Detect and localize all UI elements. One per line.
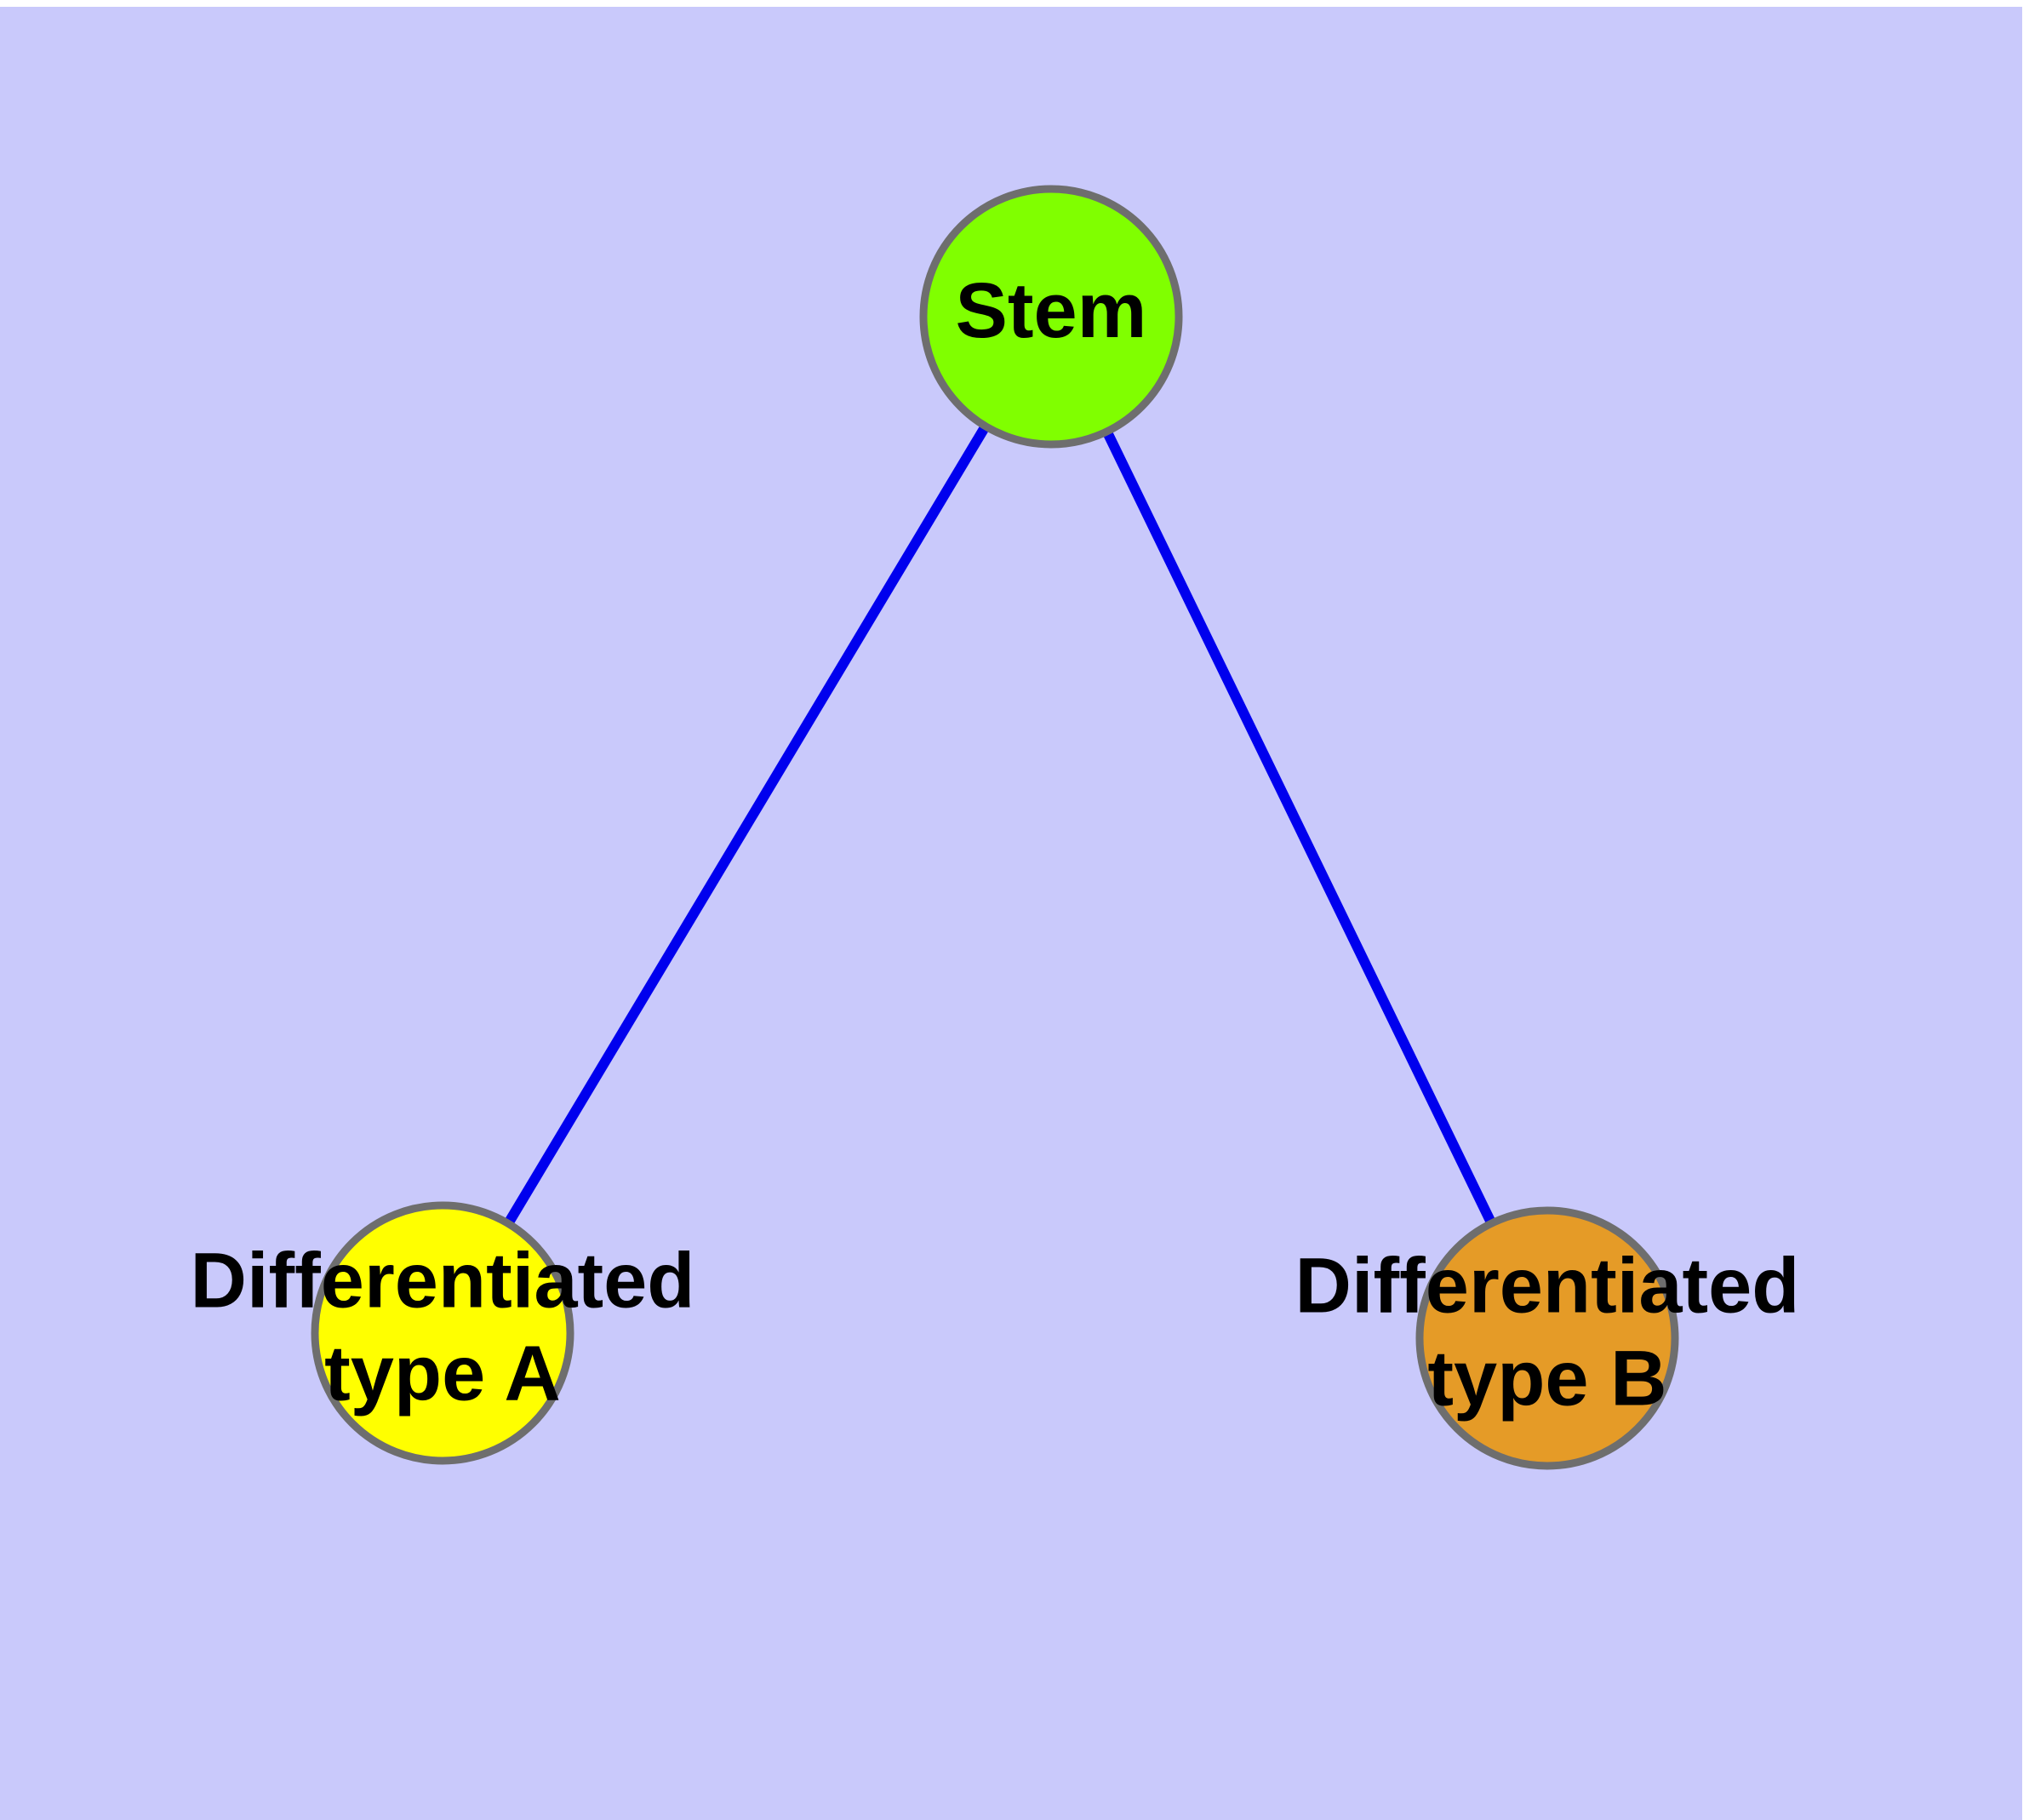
node-label-line: type A (324, 1331, 561, 1417)
node-circle-diff_a[interactable] (311, 1201, 574, 1465)
node-label-line: Stem (956, 267, 1147, 354)
node-circle-diff_b[interactable] (1415, 1206, 1679, 1470)
node-circle-stem[interactable] (919, 185, 1183, 449)
edges-layer (501, 421, 1498, 1229)
graph-node-diff_a[interactable] (311, 1201, 574, 1465)
graph-node-stem[interactable] (919, 185, 1183, 449)
graph-node-diff_b[interactable] (1415, 1206, 1679, 1470)
node-label-stem: Stem (956, 267, 1147, 354)
graph-edge-stem-diff_b[interactable] (1100, 426, 1498, 1229)
node-label-line: Differentiated (191, 1238, 695, 1325)
node-label-line: type B (1427, 1336, 1666, 1422)
node-label-line: Differentiated (1295, 1243, 1800, 1330)
graph-edge-stem-diff_a[interactable] (501, 421, 992, 1229)
